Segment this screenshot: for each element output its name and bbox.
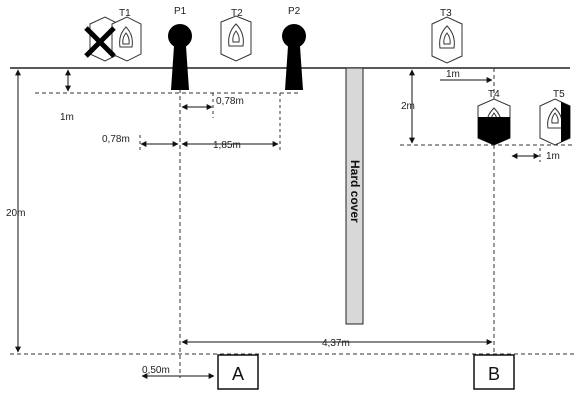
hard-cover-label: Hard cover [348, 160, 362, 223]
dim-20m-label: 20m [6, 208, 25, 219]
label-p1: P1 [174, 6, 187, 17]
label-t1: T1 [119, 8, 131, 19]
target-t2 [220, 15, 252, 62]
dim-1m-t5-label: 1m [546, 151, 560, 162]
label-t3: T3 [440, 8, 452, 19]
dim-185m-label: 1,85m [213, 140, 241, 151]
label-t4: T4 [488, 89, 500, 100]
dim-078m-upper-label: 0,78m [216, 96, 244, 107]
popper-p2 [282, 24, 306, 90]
position-box-a [217, 354, 259, 390]
position-label-b: B [488, 364, 500, 384]
dim-050m-label: 0,50m [142, 365, 170, 376]
position-label-a: A [232, 364, 244, 384]
dim-2m-label: 2m [401, 101, 415, 112]
label-p2: P2 [288, 6, 301, 17]
dim-078m-lower-label: 0,78m [102, 134, 130, 145]
target-t4 [477, 98, 511, 146]
label-t2: T2 [231, 8, 243, 19]
hard-cover [345, 67, 364, 325]
position-box-b [473, 354, 515, 390]
target-t3 [431, 16, 463, 64]
target-t5 [539, 98, 571, 146]
dim-1m-t3-label: 1m [446, 69, 460, 80]
target-t1 [84, 16, 142, 62]
dim-1m-left-label: 1m [60, 112, 74, 123]
popper-p1 [168, 24, 192, 90]
label-t5: T5 [553, 89, 565, 100]
dim-437m-label: 4,37m [322, 338, 350, 349]
